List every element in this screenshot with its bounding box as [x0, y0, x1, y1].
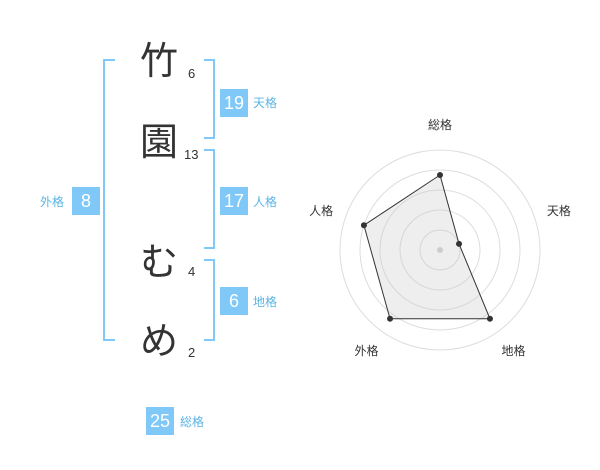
jinkaku-bracket [204, 149, 215, 249]
tenkaku-bracket [204, 59, 215, 139]
radar-axis-label-5: 人格 [309, 204, 334, 219]
gaikaku-value: 8 [72, 187, 100, 215]
radar-point-1 [437, 172, 443, 178]
radar-axis-label-4: 外格 [354, 344, 379, 359]
soukaku-label: 総格 [180, 415, 205, 429]
radar-ring [339, 149, 541, 351]
name-char-2: 園 [140, 120, 179, 164]
radar-ring [359, 169, 521, 331]
radar-center [437, 247, 443, 253]
chikaku-value: 6 [220, 287, 248, 315]
jinkaku-value: 17 [220, 187, 248, 215]
gaikaku-bracket [103, 59, 115, 341]
tenkaku-label: 天格 [253, 96, 278, 110]
radar-polygon [363, 174, 491, 320]
stroke-count-2: 13 [184, 147, 199, 162]
radar-axis-label-1: 総格 [428, 118, 453, 132]
radar-axis-label-3: 地格 [501, 344, 526, 359]
gaikaku-label: 外格 [40, 195, 65, 209]
chikaku-label: 地格 [253, 295, 278, 309]
name-char-3: む [140, 240, 179, 284]
tenkaku-value: 19 [220, 89, 248, 117]
radar-point-4 [387, 315, 394, 322]
stroke-count-3: 4 [188, 264, 196, 279]
radar-point-5 [360, 222, 367, 229]
radar-ring [399, 209, 481, 291]
radar-ring [379, 189, 501, 311]
name-char-4: め [140, 319, 179, 363]
radar-ring [419, 229, 461, 271]
soukaku-value: 25 [146, 407, 174, 435]
name-char-1: 竹 [140, 39, 179, 83]
radar-point-2 [456, 240, 463, 247]
stroke-count-4: 2 [188, 345, 196, 360]
jinkaku-label: 人格 [253, 195, 278, 209]
stroke-count-1: 6 [188, 66, 196, 81]
radar-point-3 [486, 315, 493, 322]
radar-axis-label-2: 天格 [546, 204, 571, 219]
chikaku-bracket [204, 259, 215, 341]
